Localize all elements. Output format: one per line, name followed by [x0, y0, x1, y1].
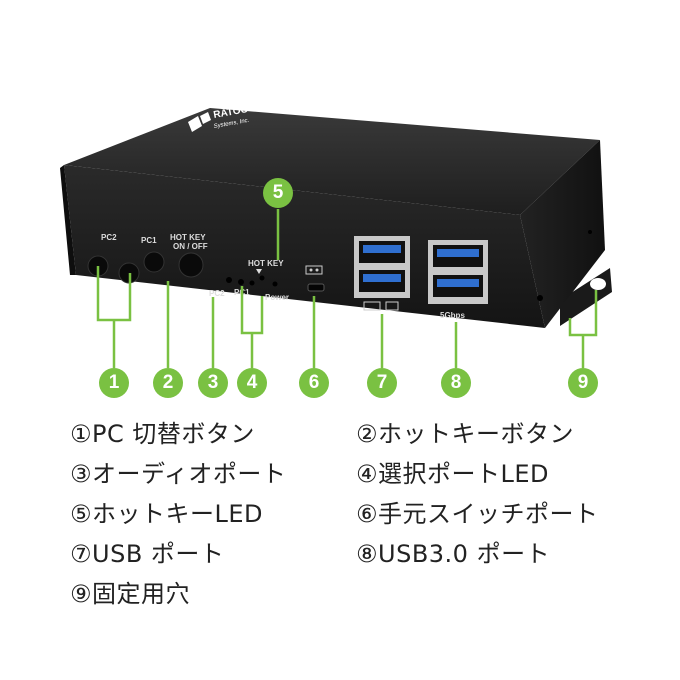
legend-item-3: ③オーディオポート: [70, 460, 287, 488]
audio-port: [226, 277, 244, 285]
legend-item-2: ②ホットキーボタン: [356, 420, 575, 448]
usb3-speed-label: 5Gbps: [440, 311, 465, 320]
pc2-led-label: PC2: [209, 289, 225, 298]
callout-1: 1: [99, 368, 129, 398]
hotkey-button-sublabel: ON / OFF: [173, 242, 208, 251]
hotkey-led-label: HOT KEY: [248, 259, 284, 268]
pc1-led: [249, 280, 255, 286]
power-led-label: Power: [265, 293, 289, 302]
hotkey-led: [259, 275, 265, 281]
mounting-bracket: [560, 268, 612, 326]
kvm-switch-body: [60, 108, 605, 328]
callout-7: 7: [367, 368, 397, 398]
legend-item-9: ⑨固定用穴: [70, 580, 191, 608]
callout-3: 3: [198, 368, 228, 398]
hotkey-button[interactable]: [178, 252, 204, 278]
leader-lines: [96, 209, 598, 368]
hotkey-led-arrow-icon: [256, 269, 262, 274]
hotkey-button-label: HOT KEY: [170, 233, 206, 242]
pc2-button-label: PC2: [101, 233, 117, 242]
callout-4: 4: [237, 368, 267, 398]
pc1-button[interactable]: [143, 251, 165, 273]
callout-2: 2: [153, 368, 183, 398]
usb3-ports: [428, 240, 488, 304]
legend-item-7: ⑦USB ポート: [70, 540, 225, 568]
callout-9: 9: [568, 368, 598, 398]
callout-8: 8: [441, 368, 471, 398]
usb-ports: [354, 236, 410, 311]
callout-5: 5: [263, 178, 293, 208]
legend-item-4: ④選択ポートLED: [356, 460, 550, 488]
remote-switch-port: [305, 265, 325, 292]
pc1-button-label: PC1: [141, 236, 157, 245]
power-led: [272, 281, 278, 287]
product-photo: RATOC Systems, Inc. PC2 PC1 HOT KEY ON /…: [60, 108, 612, 368]
legend-item-5: ⑤ホットキーLED: [70, 500, 264, 528]
legend-item-1: ①PC 切替ボタン: [70, 420, 255, 448]
legend-item-6: ⑥手元スイッチポート: [356, 500, 599, 528]
callout-6: 6: [299, 368, 329, 398]
legend-item-8: ⑧USB3.0 ポート: [356, 540, 551, 568]
